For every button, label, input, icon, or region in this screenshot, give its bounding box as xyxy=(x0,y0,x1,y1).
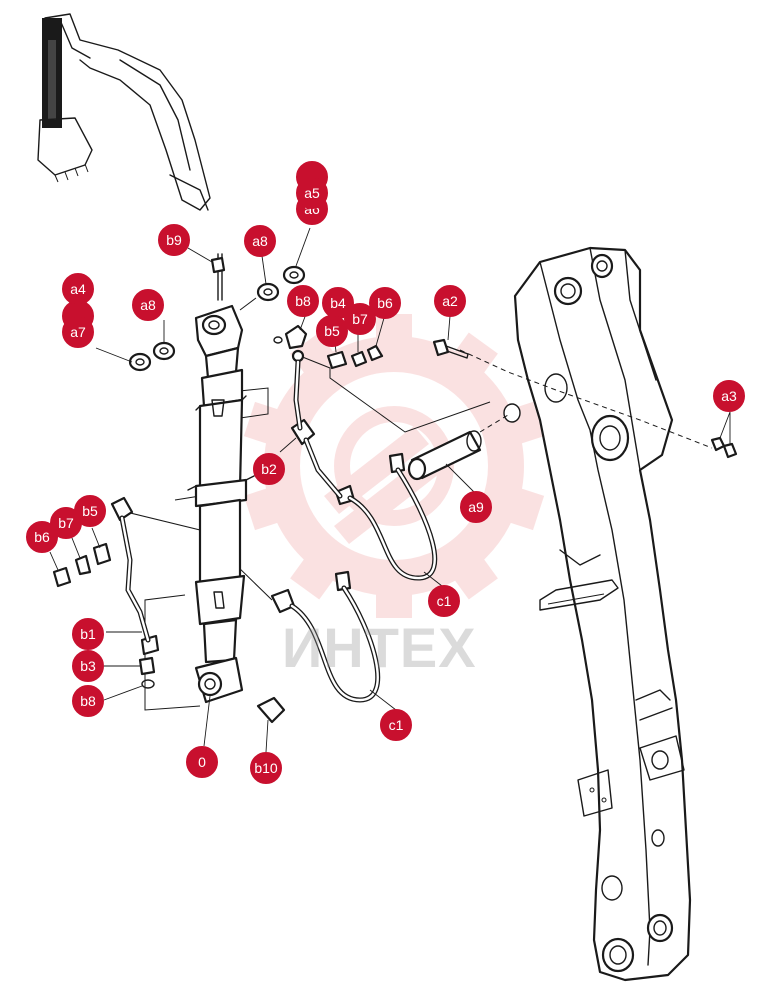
pipes xyxy=(119,359,343,643)
gear-tooth xyxy=(376,584,412,618)
watermark-text: ИНТЕХ xyxy=(282,616,477,679)
callout-b6-top[interactable]: b6 xyxy=(369,287,401,319)
callout-leaders xyxy=(49,227,731,753)
callout-a5[interactable]: a5 xyxy=(296,177,328,209)
callout-b8-bottom[interactable]: b8 xyxy=(72,685,104,717)
callout-b9[interactable]: b9 xyxy=(158,224,190,256)
callout-zero[interactable]: 0 xyxy=(186,746,218,778)
washers xyxy=(128,265,306,372)
gear-tooth xyxy=(290,550,340,600)
callout-a3[interactable]: a3 xyxy=(713,380,745,412)
callout-c1-bottom[interactable]: c1 xyxy=(380,709,412,741)
gear-tooth xyxy=(243,401,288,447)
assembly-dash-lines xyxy=(459,349,713,449)
excavator-thumbnail xyxy=(37,13,211,211)
callout-a8-mid[interactable]: a8 xyxy=(132,289,164,321)
boom xyxy=(503,246,692,982)
gear-tooth xyxy=(500,485,545,531)
fittings xyxy=(52,324,406,724)
hoses-c1 xyxy=(289,467,438,703)
callout-a9[interactable]: a9 xyxy=(460,491,492,523)
bolt-a2 xyxy=(432,338,469,359)
callout-a2[interactable]: a2 xyxy=(434,285,466,317)
nuts-a3 xyxy=(710,436,738,459)
callout-c1-right[interactable]: c1 xyxy=(428,585,460,617)
gear-tooth xyxy=(243,485,288,531)
callout-b2[interactable]: b2 xyxy=(253,453,285,485)
callout-b5-top[interactable]: b5 xyxy=(316,315,348,347)
pin-a9 xyxy=(407,430,482,481)
callout-b6-left[interactable]: b6 xyxy=(26,521,58,553)
callout-b3[interactable]: b3 xyxy=(72,650,104,682)
callout-a8-top[interactable]: a8 xyxy=(244,225,276,257)
callout-a7[interactable]: a7 xyxy=(62,316,94,348)
gear-tooth xyxy=(448,550,498,600)
callout-b1[interactable]: b1 xyxy=(72,618,104,650)
boom-cylinder xyxy=(187,253,255,704)
callout-b10[interactable]: b10 xyxy=(250,752,282,784)
callout-b8-top[interactable]: b8 xyxy=(287,285,319,317)
gear-tooth xyxy=(448,332,498,382)
gear-tooth xyxy=(376,314,412,348)
callout-a4[interactable]: a4 xyxy=(62,273,94,305)
